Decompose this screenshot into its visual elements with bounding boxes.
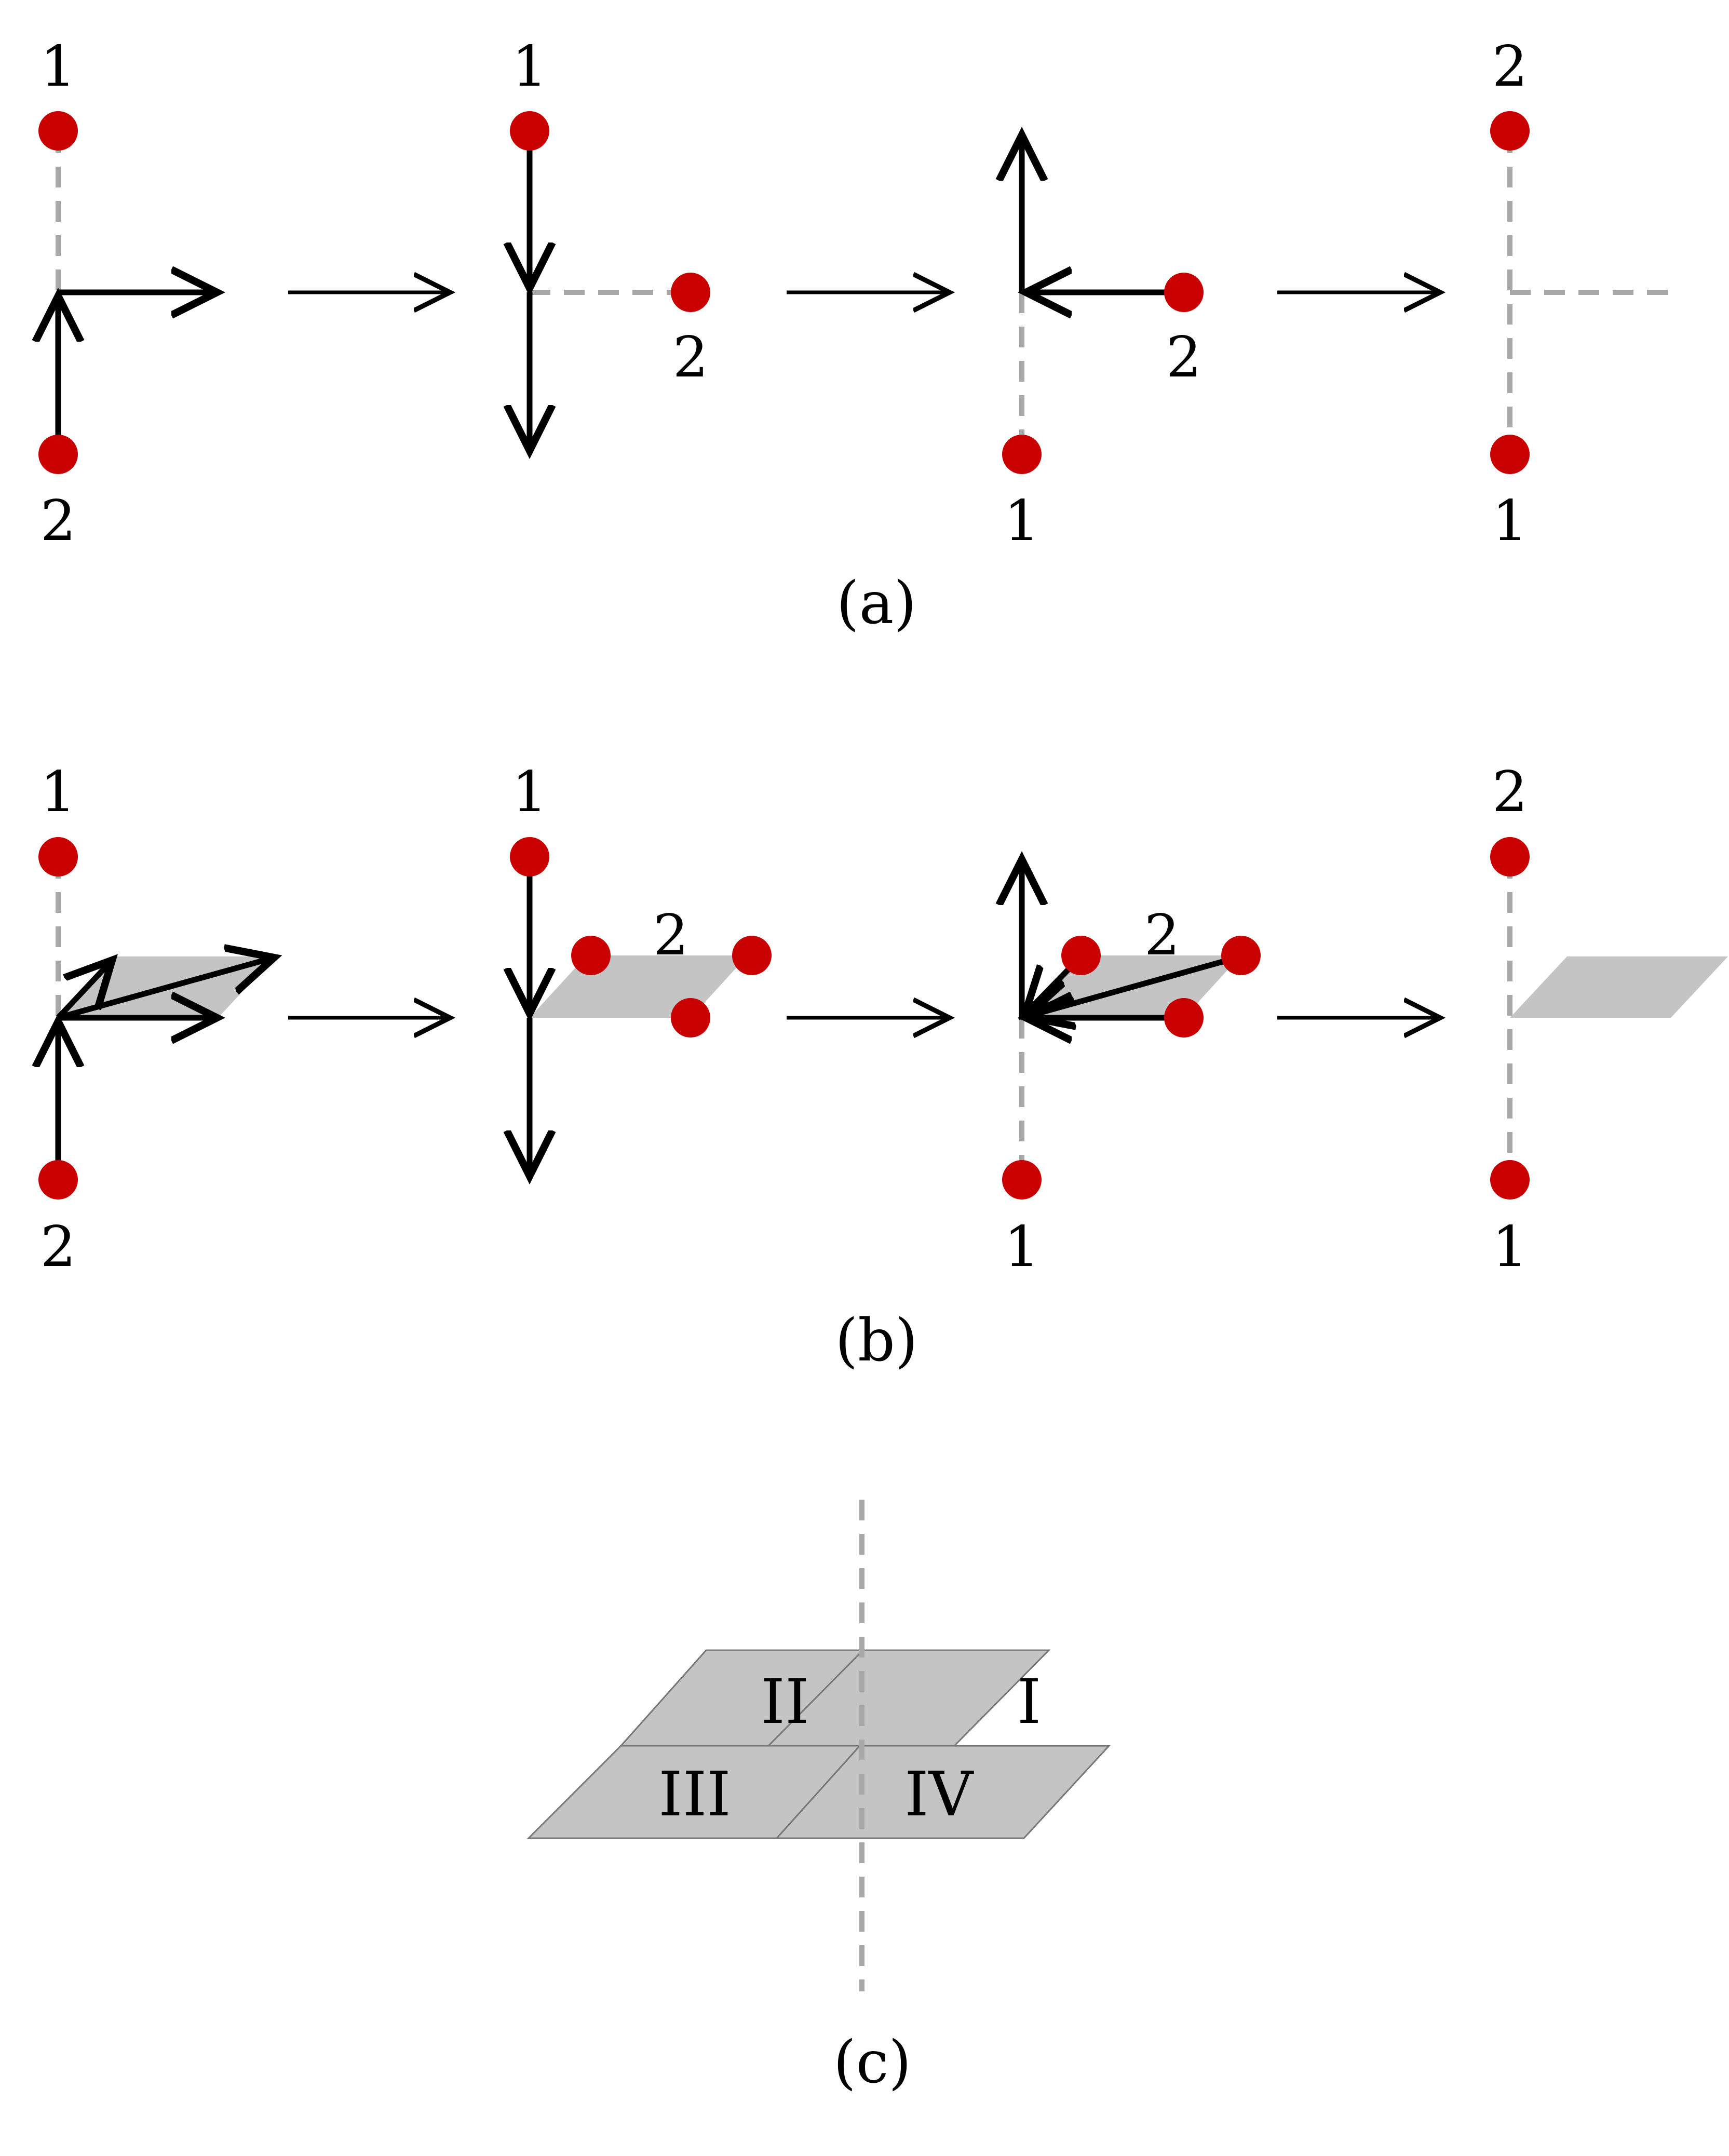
caption-c: (c) (833, 2029, 911, 2096)
panel-b-step-2: 1 2 (510, 760, 772, 1176)
plaquette (530, 955, 748, 1018)
vector-diagonal-long (1026, 953, 1242, 1017)
site (1164, 998, 1204, 1037)
site-label-bottom: 2 (40, 1215, 76, 1279)
site-label-plaquette: 2 (653, 903, 689, 968)
panel-b-step-1: 1 2 (38, 760, 275, 1279)
panel-a-step-2: 1 2 (510, 34, 710, 451)
vector-diagonal (56, 960, 112, 1020)
vector-diagonal-long (57, 958, 274, 1021)
site-label-plaquette: 2 (1144, 903, 1180, 968)
site-label-top: 1 (40, 760, 76, 825)
site (571, 936, 611, 975)
panel-a-step-1: 1 2 (38, 34, 217, 554)
site (1221, 936, 1261, 975)
site (671, 998, 710, 1037)
quadrant-label-IV: IV (904, 1758, 974, 1830)
site-right (671, 273, 710, 312)
quadrant-label-II: II (761, 1666, 809, 1737)
site-bottom (38, 1160, 78, 1200)
site-top (510, 111, 549, 151)
site-label-top: 1 (512, 34, 548, 99)
site (732, 936, 772, 975)
quadrant-label-I: I (1017, 1666, 1042, 1737)
site-bottom (1002, 1160, 1042, 1200)
panel-a-step-4: 2 1 (1490, 34, 1674, 554)
panel-a: 1 2 1 2 2 1 (38, 34, 1674, 637)
site-top (38, 111, 78, 151)
site-label-bottom: 1 (1004, 489, 1040, 554)
site-bottom (1490, 435, 1530, 474)
site-bottom (1490, 1160, 1530, 1200)
panel-a-step-3: 2 1 (1002, 135, 1204, 554)
site-bottom (38, 435, 78, 474)
caption-a: (a) (836, 570, 916, 637)
site-label-bottom: 1 (1492, 489, 1528, 554)
site-label-top: 2 (1492, 34, 1528, 99)
site (1061, 936, 1101, 975)
site-top (510, 837, 549, 877)
panel-c: I II III IV (c) (526, 1500, 1111, 2096)
panel-b: 1 2 1 2 2 (38, 760, 1728, 1375)
site-bottom (1002, 435, 1042, 474)
panel-b-step-3: 2 1 (1002, 859, 1261, 1279)
site-top (38, 837, 78, 877)
site-top (1490, 837, 1530, 877)
site-label-right: 2 (1166, 325, 1202, 390)
site-label-top: 1 (512, 760, 548, 825)
site-right (1164, 273, 1204, 312)
site-label-bottom: 1 (1492, 1215, 1528, 1279)
panel-b-step-4: 2 1 (1490, 760, 1728, 1279)
site-label-bottom: 2 (40, 489, 76, 554)
quadrant-label-III: III (658, 1758, 731, 1830)
site-label-top: 1 (40, 34, 76, 99)
site-top (1490, 111, 1530, 151)
site-label-right: 2 (673, 325, 709, 390)
site-label-top: 2 (1492, 760, 1528, 825)
plaquette (1510, 956, 1728, 1018)
caption-b: (b) (835, 1307, 917, 1375)
site-label-bottom: 1 (1004, 1215, 1040, 1279)
